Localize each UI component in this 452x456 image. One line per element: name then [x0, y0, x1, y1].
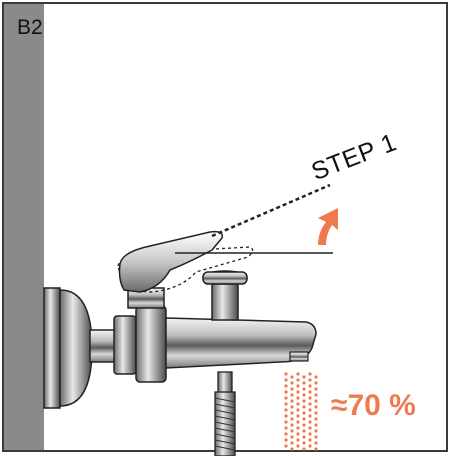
water-dot: [308, 420, 312, 424]
water-dot: [308, 438, 312, 442]
water-dot: [308, 444, 312, 448]
water-dot: [284, 372, 288, 376]
wall: [4, 4, 44, 450]
shower-hose: [214, 371, 236, 456]
water-dot: [302, 429, 306, 433]
water-dot: [314, 381, 318, 385]
water-dot: [308, 396, 312, 400]
water-dot: [314, 405, 318, 409]
water-dot: [290, 405, 294, 409]
water-dot: [290, 381, 294, 385]
water-dot: [302, 387, 306, 391]
water-dot: [290, 447, 294, 451]
water-dot: [308, 384, 312, 388]
diverter-knob: [202, 270, 248, 321]
figure-code: B2: [17, 16, 43, 39]
water-dot: [302, 417, 306, 421]
water-dot: [302, 405, 306, 409]
water-dot: [302, 411, 306, 415]
water-dot: [290, 411, 294, 415]
water-dot: [314, 417, 318, 421]
water-dot: [284, 378, 288, 382]
flow-percentage: ≈70 %: [331, 389, 416, 422]
water-dot: [290, 417, 294, 421]
wall-rosette: [43, 287, 93, 409]
water-dot: [296, 372, 300, 376]
water-dot: [296, 444, 300, 448]
water-dot: [284, 384, 288, 388]
water-dot: [308, 432, 312, 436]
water-dot: [296, 432, 300, 436]
water-dot: [314, 423, 318, 427]
water-dot: [302, 375, 306, 379]
water-dot: [290, 375, 294, 379]
water-dot: [302, 423, 306, 427]
water-dot: [284, 420, 288, 424]
water-dot: [284, 390, 288, 394]
water-dot: [308, 408, 312, 412]
water-dot: [308, 426, 312, 430]
water-dot: [296, 414, 300, 418]
water-dot: [284, 396, 288, 400]
water-dot: [284, 432, 288, 436]
water-dot: [308, 372, 312, 376]
water-dot: [296, 408, 300, 412]
raise-arrow-icon: [318, 208, 338, 245]
lever-handle: [118, 230, 223, 293]
water-dot: [290, 387, 294, 391]
water-dot: [290, 441, 294, 445]
water-dot: [296, 438, 300, 442]
water-dot: [296, 384, 300, 388]
water-dot: [314, 435, 318, 439]
water-dot: [308, 402, 312, 406]
mixer-body: [113, 287, 317, 383]
direction-line: [211, 183, 331, 238]
water-dot: [290, 435, 294, 439]
spout-outlet: [289, 351, 309, 362]
water-dot: [284, 444, 288, 448]
water-dot: [302, 399, 306, 403]
water-dot: [296, 396, 300, 400]
water-dot: [296, 420, 300, 424]
water-dot: [314, 447, 318, 451]
water-dot: [302, 447, 306, 451]
water-dot: [308, 390, 312, 394]
water-dot: [314, 393, 318, 397]
water-flow-dots: [284, 372, 318, 451]
water-dot: [290, 393, 294, 397]
water-dot: [302, 381, 306, 385]
water-dot: [284, 408, 288, 412]
water-dot: [290, 423, 294, 427]
water-dot: [314, 441, 318, 445]
water-dot: [314, 399, 318, 403]
water-dot: [284, 414, 288, 418]
wall-connector: [89, 329, 117, 363]
water-dot: [302, 441, 306, 445]
water-dot: [284, 402, 288, 406]
water-dot: [296, 378, 300, 382]
water-dot: [296, 402, 300, 406]
water-dot: [314, 375, 318, 379]
water-dot: [290, 399, 294, 403]
water-dot: [296, 390, 300, 394]
water-dot: [302, 393, 306, 397]
water-dot: [284, 426, 288, 430]
water-dot: [314, 411, 318, 415]
water-dot: [314, 429, 318, 433]
water-dot: [290, 429, 294, 433]
water-dot: [296, 426, 300, 430]
water-dot: [308, 414, 312, 418]
water-dot: [284, 438, 288, 442]
water-dot: [302, 435, 306, 439]
water-dot: [314, 387, 318, 391]
water-dot: [308, 378, 312, 382]
